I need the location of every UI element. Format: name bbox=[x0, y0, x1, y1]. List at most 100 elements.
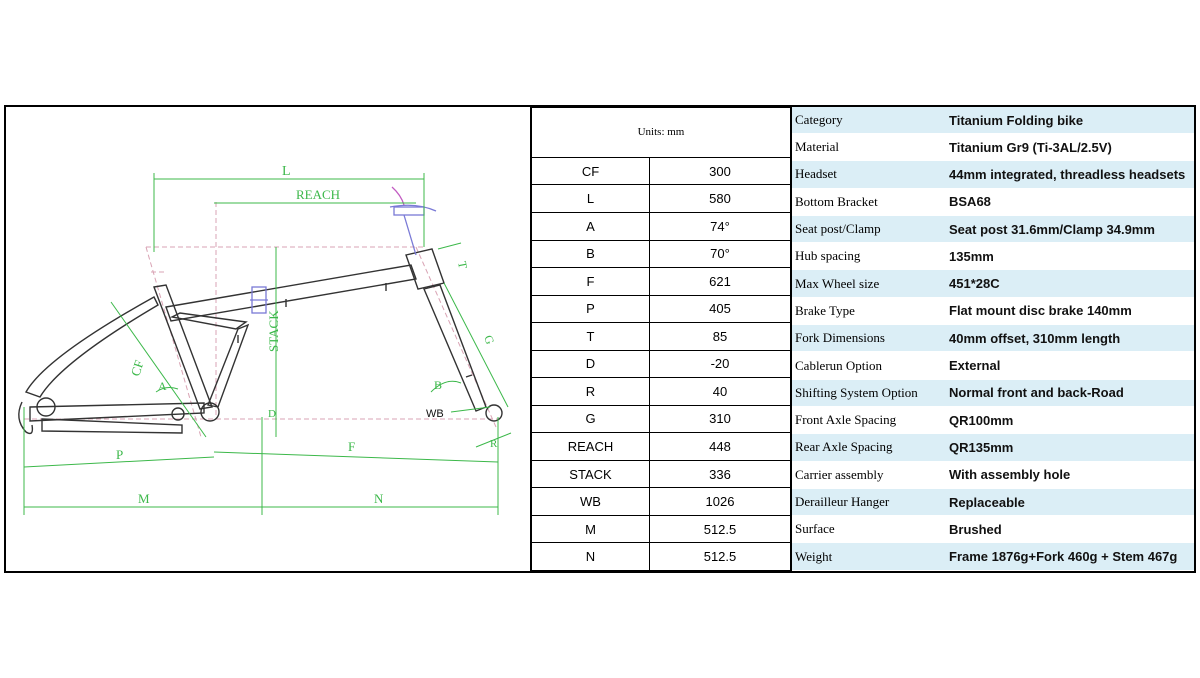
dim-CF bbox=[110, 301, 207, 438]
construction-lines bbox=[24, 202, 498, 438]
geometry-label: STACK bbox=[531, 459, 650, 489]
label-b: B bbox=[434, 378, 442, 392]
dim-G bbox=[443, 282, 509, 408]
geometry-label: L bbox=[531, 184, 650, 213]
spec-value: 44mm integrated, threadless headsets bbox=[946, 160, 1194, 189]
label-r: R bbox=[490, 438, 498, 450]
spec-value: Brushed bbox=[946, 515, 1194, 544]
dim-T bbox=[437, 242, 462, 250]
label-t: T bbox=[455, 260, 470, 270]
label-L: L bbox=[282, 164, 291, 179]
bottom-bracket bbox=[200, 402, 220, 422]
geometry-label: M bbox=[531, 514, 650, 544]
geometry-label: P bbox=[531, 294, 650, 324]
geometry-value: 336 bbox=[649, 459, 791, 489]
spec-key: Bottom Bracket bbox=[792, 188, 946, 216]
spec-value: With assembly hole bbox=[946, 461, 1194, 489]
spec-key: Rear Axle Spacing bbox=[792, 433, 946, 462]
spec-key: Brake Type bbox=[792, 297, 946, 326]
geometry-label: WB bbox=[531, 487, 650, 516]
spec-value: 135mm bbox=[946, 242, 1194, 271]
rear-dropout bbox=[18, 401, 34, 435]
pivot bbox=[171, 407, 185, 421]
spec-value: Normal front and back-Road bbox=[946, 379, 1194, 407]
seat-axis-line bbox=[145, 246, 202, 438]
spec-value: QR100mm bbox=[946, 406, 1194, 435]
geometry-row: D-20 bbox=[531, 349, 791, 379]
boss bbox=[465, 374, 473, 378]
label-d: D bbox=[268, 408, 276, 420]
spec-key: Shifting System Option bbox=[792, 379, 946, 407]
label-wb: WB bbox=[426, 408, 444, 420]
frame-drawing-svg: L REACH STACK CF A B T G D P F M N R WB bbox=[18, 164, 512, 515]
spec-value: QR135mm bbox=[946, 433, 1194, 462]
geometry-value: 512.5 bbox=[649, 542, 791, 571]
spec-key: Cablerun Option bbox=[792, 351, 946, 380]
spec-value: BSA68 bbox=[946, 188, 1194, 216]
geometry-label: CF bbox=[531, 156, 650, 186]
geometry-label: R bbox=[531, 377, 650, 406]
disc-brake-mount bbox=[36, 397, 56, 417]
spec-value: Titanium Folding bike bbox=[946, 107, 1194, 134]
spec-key: Surface bbox=[792, 515, 946, 544]
dimension-lines bbox=[23, 173, 512, 515]
spec-value: External bbox=[946, 351, 1194, 380]
seat-assembly bbox=[250, 186, 437, 314]
fork bbox=[423, 284, 487, 412]
spec-key: Material bbox=[792, 133, 946, 162]
seat-clamp bbox=[393, 206, 425, 216]
top-tube bbox=[165, 264, 417, 322]
label-f: F bbox=[348, 439, 355, 454]
spec-value: Seat post 31.6mm/Clamp 34.9mm bbox=[946, 215, 1194, 244]
seat-tube bbox=[153, 284, 213, 410]
geometry-value: 310 bbox=[649, 404, 791, 434]
spec-key: Max Wheel size bbox=[792, 269, 946, 298]
geometry-value: 448 bbox=[649, 432, 791, 461]
geometry-label: T bbox=[531, 322, 650, 351]
angle-B bbox=[430, 380, 462, 393]
units-label: Units: mm bbox=[531, 107, 791, 158]
geometry-value: 85 bbox=[649, 322, 791, 351]
geometry-value: -20 bbox=[649, 349, 791, 379]
label-reach: REACH bbox=[296, 187, 340, 202]
front-dropout bbox=[485, 404, 503, 422]
geometry-label: G bbox=[531, 404, 650, 434]
geometry-value: 1026 bbox=[649, 487, 791, 516]
spec-key: Category bbox=[792, 107, 946, 134]
wb-leader bbox=[450, 406, 491, 413]
geometry-value: 40 bbox=[649, 377, 791, 406]
geometry-label: N bbox=[531, 542, 650, 571]
spec-key: Hub spacing bbox=[792, 242, 946, 271]
frame-geometry-drawing: L REACH STACK CF A B T G D P F M N R WB bbox=[6, 107, 531, 571]
seat-stay bbox=[24, 296, 159, 398]
spec-sheet: L REACH STACK CF A B T G D P F M N R WB … bbox=[4, 105, 1196, 573]
spec-key: Front Axle Spacing bbox=[792, 406, 946, 435]
spec-key: Fork Dimensions bbox=[792, 324, 946, 353]
down-tube-joint bbox=[169, 312, 248, 330]
dim-R bbox=[475, 432, 512, 448]
